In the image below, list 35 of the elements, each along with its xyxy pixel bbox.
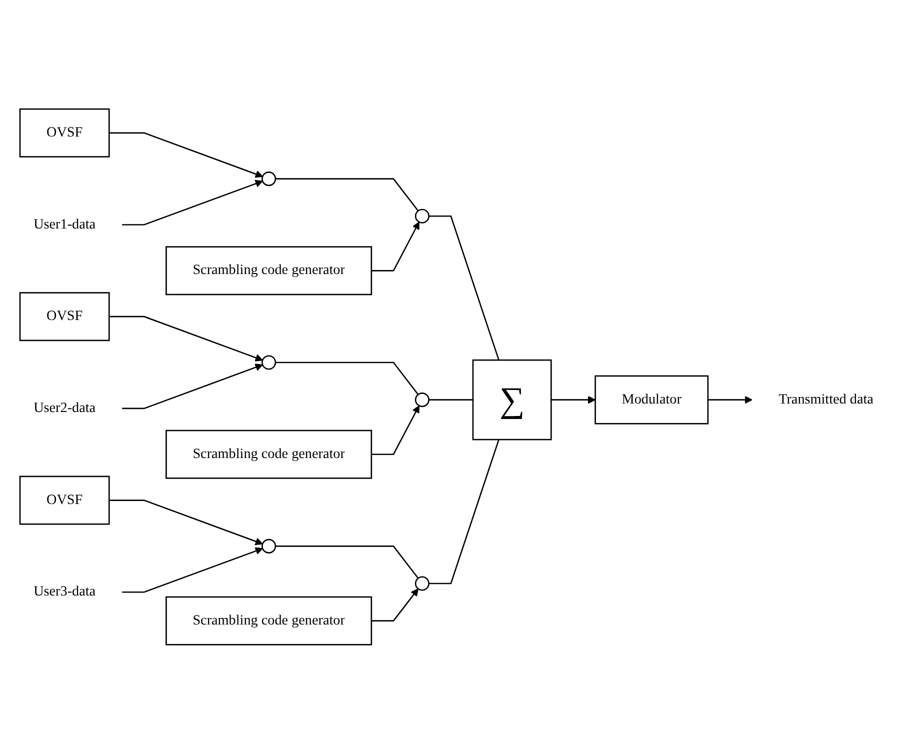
node-text: User3-data [34,584,96,600]
node-text: User2-data [34,400,96,416]
node-box: Scrambling code generator [166,596,372,646]
arrow [109,132,263,178]
node-box: OVSF [19,108,110,158]
arrow [109,500,263,546]
connector [428,399,473,401]
node-circle [414,392,430,408]
node-circle [262,355,276,370]
arrow [371,405,420,456]
node-circle [262,172,276,186]
arrow [109,316,263,362]
node-box: Scrambling code generator [166,246,372,296]
node-text: User1-data [34,216,96,232]
connector [275,362,419,396]
node-circle [414,208,430,224]
arrow [122,180,263,226]
arrow [551,396,596,404]
node-text: Transmitted data [778,392,874,408]
arrow [371,222,420,272]
node-box: OVSF [19,292,110,342]
connector [428,216,500,360]
arrow [371,588,418,622]
arrow [708,396,752,404]
connector [275,178,419,212]
node-box: Scrambling code generator [166,430,372,479]
arrow [122,547,263,593]
connector [428,439,500,584]
arrow [122,364,263,410]
node-box: ∑ [472,360,552,440]
node-box: Modulator [594,375,709,424]
connector [275,546,419,579]
node-circle [414,576,430,591]
node-circle [262,539,276,554]
node-box: OVSF [19,476,110,525]
